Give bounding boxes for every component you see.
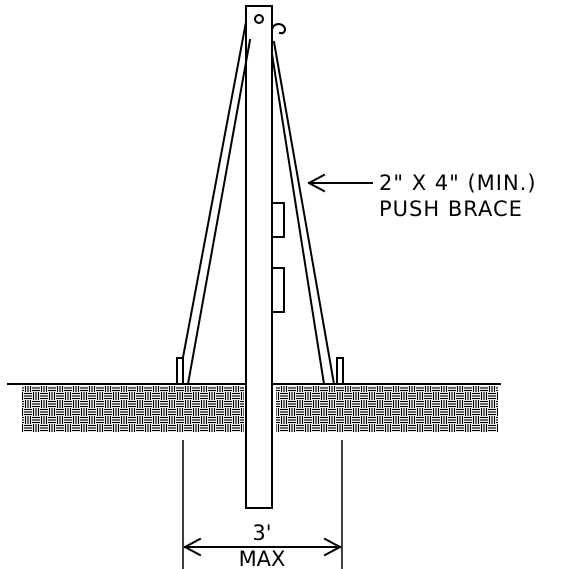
callout-brace-label: PUSH BRACE	[379, 197, 523, 221]
brace-stake-right	[336, 357, 344, 385]
push-brace-left	[176, 20, 252, 386]
pole	[245, 5, 273, 509]
dimension-line	[183, 537, 342, 557]
soil-hatch-right	[276, 386, 498, 432]
pole-top-hole	[254, 14, 264, 24]
dimension-qualifier-label: MAX	[239, 547, 286, 569]
callout-size-label: 2" X 4" (MIN.)	[379, 171, 537, 195]
brace-stake-left	[176, 357, 184, 385]
soil-hatch-left	[22, 386, 244, 432]
push-brace-right	[270, 40, 336, 386]
brace-block-lower	[271, 267, 285, 313]
pole-hook	[271, 22, 287, 41]
brace-block-upper	[271, 202, 285, 238]
callout-arrow	[307, 173, 373, 193]
dimension-value-label: 3'	[252, 521, 271, 545]
